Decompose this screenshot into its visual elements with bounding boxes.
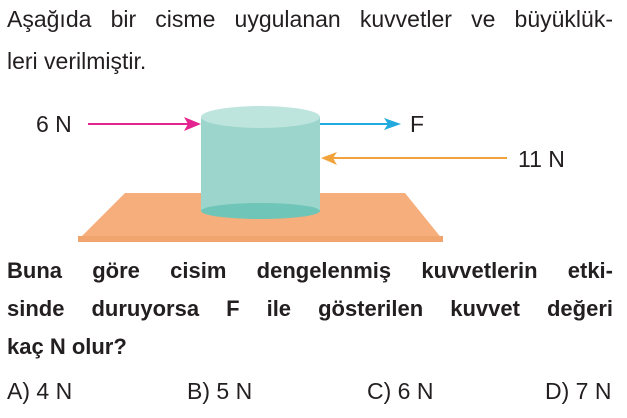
force-diagram <box>78 106 507 242</box>
question-line-2: sinde duruyorsa F ile gösterilen kuvvet … <box>7 296 613 321</box>
arrow-11n <box>321 152 507 165</box>
label-f: F <box>410 111 425 137</box>
option-c[interactable]: C) 6 N <box>367 378 434 404</box>
option-a[interactable]: A) 4 N <box>7 378 73 404</box>
cylinder <box>201 106 320 219</box>
option-d[interactable]: D) 7 N <box>545 378 612 404</box>
arrow-6n <box>88 117 201 131</box>
arrow-f <box>320 118 401 130</box>
intro-line-1: Aşağıda bir cisme uygulanan kuvvetler ve… <box>7 6 613 32</box>
label-11n: 11 N <box>518 146 565 172</box>
plate-edge <box>78 236 443 242</box>
label-6n: 6 N <box>36 111 72 137</box>
intro-line-2: leri verilmiştir. <box>7 48 147 74</box>
question-line-1: Buna göre cisim dengelenmiş kuvvetlerin … <box>7 258 613 283</box>
question-line-3: kaç N olur? <box>7 334 127 359</box>
option-b[interactable]: B) 5 N <box>187 378 253 404</box>
